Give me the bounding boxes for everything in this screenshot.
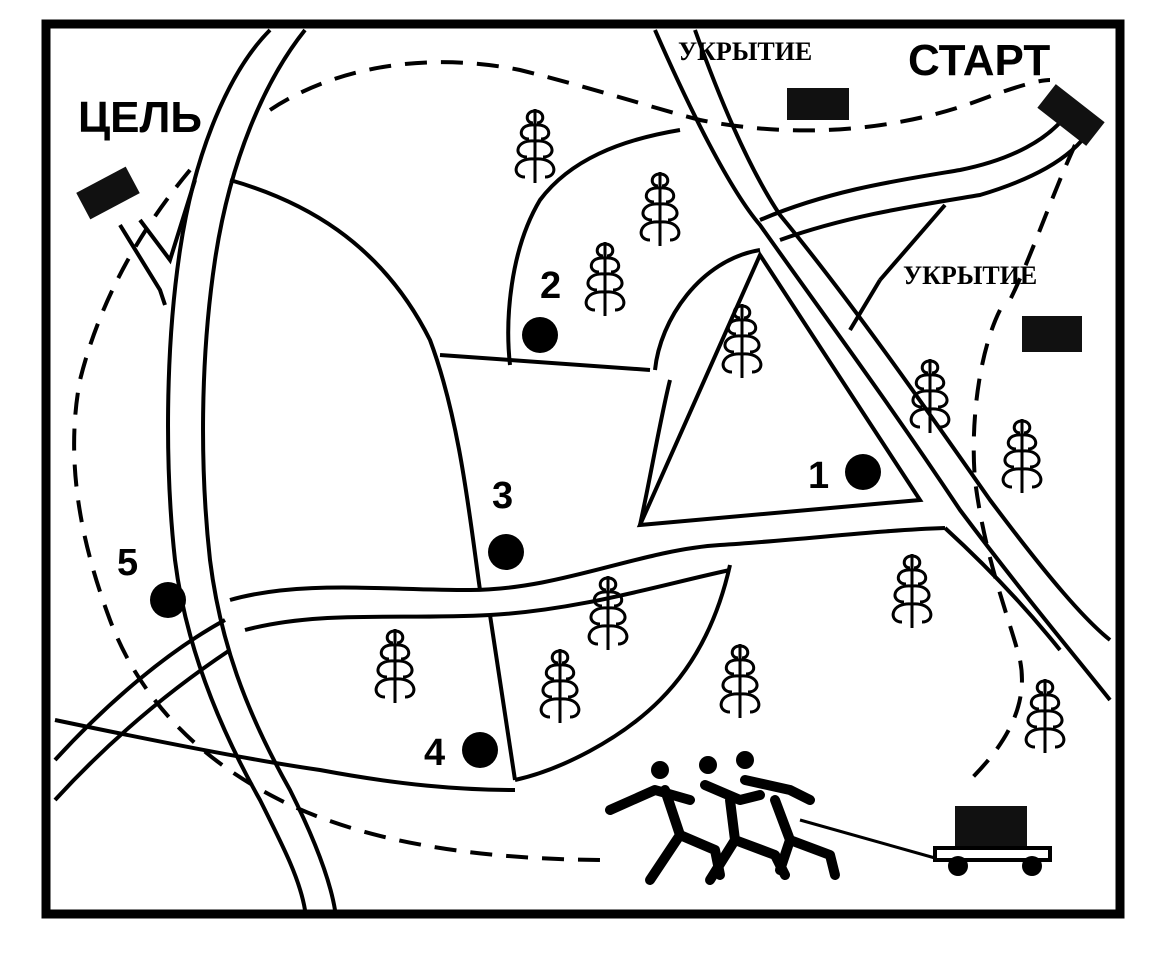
checkpoint-1: 1: [808, 454, 881, 497]
checkpoint-dot-icon: [150, 582, 186, 618]
checkpoint-dot-icon: [845, 454, 881, 490]
shelter-icon: [787, 88, 849, 120]
cart-icon: [933, 806, 1052, 876]
runners-icon: [605, 751, 840, 885]
checkpoint-number: 4: [424, 732, 445, 774]
shelter-label-top: УКРЫТИЕ: [678, 37, 812, 66]
checkpoint-5: 5: [117, 542, 186, 618]
checkpoint-dot-icon: [522, 317, 558, 353]
start-label: СТАРТ: [908, 36, 1050, 85]
checkpoint-number: 3: [492, 475, 513, 517]
tree-icon: [374, 107, 1066, 755]
checkpoint-2: 2: [522, 265, 561, 353]
route-line: [72, 60, 1077, 862]
flag-icon: [1037, 84, 1105, 146]
checkpoint-number: 2: [540, 265, 561, 307]
checkpoint-4: 4: [424, 732, 498, 774]
checkpoint-number: 5: [117, 542, 138, 584]
tow-rope: [799, 818, 936, 860]
road-network: [53, 28, 1112, 911]
checkpoint-3: 3: [488, 475, 524, 570]
checkpoint-dot-icon: [488, 534, 524, 570]
shelter-icon: [1022, 316, 1082, 352]
shelter-label-right: УКРЫТИЕ: [903, 261, 1037, 290]
map-frame: [41, 19, 1125, 919]
flag-icon: [76, 166, 140, 220]
checkpoint-number: 1: [808, 455, 829, 497]
goal-label: ЦЕЛЬ: [78, 93, 202, 142]
checkpoint-dot-icon: [462, 732, 498, 768]
